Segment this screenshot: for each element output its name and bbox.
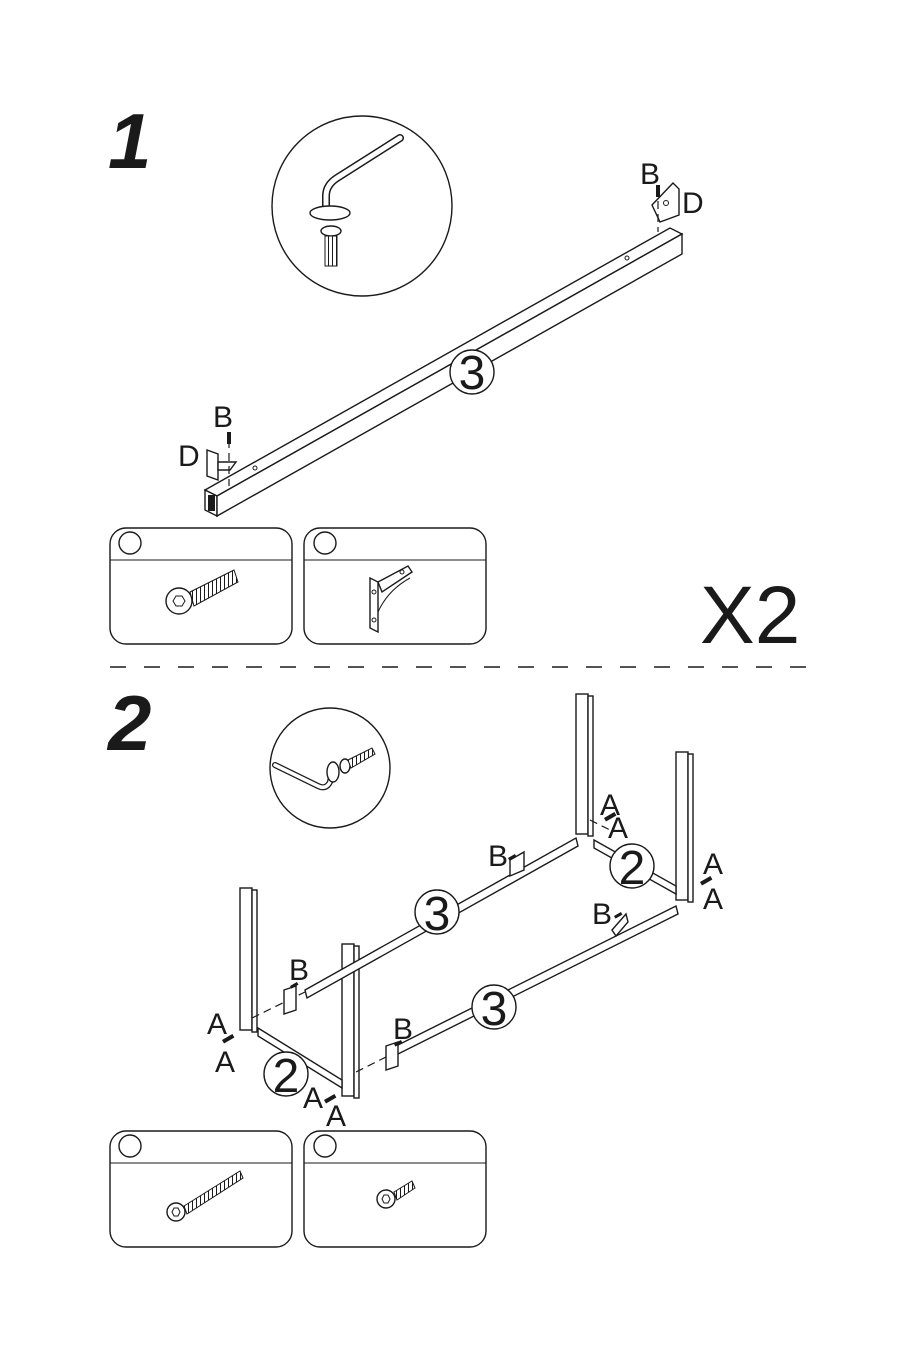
letter-b-left: B [213, 401, 233, 434]
letter-a-4: A [703, 883, 723, 916]
letter-b-1: B [488, 840, 508, 873]
letter-a-3: A [703, 848, 723, 881]
letter-d-right: D [682, 187, 704, 220]
letter-a-5: A [207, 1008, 227, 1041]
part-box-bracket [304, 528, 486, 644]
part-label-3-front: 3 [472, 983, 516, 1036]
step-1-tool-detail [272, 116, 452, 296]
part-box-bolt [110, 528, 292, 644]
svg-text:2: 2 [619, 842, 646, 895]
part-label-2-front: 2 [264, 1050, 308, 1103]
letter-d-left: D [178, 440, 200, 473]
step-2-number: 2 [106, 679, 151, 767]
svg-text:3: 3 [424, 888, 451, 941]
part-label-2-back: 2 [610, 842, 654, 895]
letter-b-3: B [289, 954, 309, 987]
letter-a-6: A [215, 1046, 235, 1079]
step-2-tool-detail [270, 708, 390, 828]
svg-text:2: 2 [273, 1050, 300, 1103]
letter-b-2: B [592, 898, 612, 931]
part-box-long-bolt [110, 1131, 292, 1247]
letter-a-7: A [303, 1082, 323, 1115]
letter-b-4: B [393, 1013, 413, 1046]
letter-a-8: A [326, 1100, 346, 1133]
letter-b-right: B [640, 158, 660, 191]
svg-text:3: 3 [481, 983, 508, 1036]
quantity-label: X2 [700, 570, 800, 661]
step-1-number: 1 [108, 97, 151, 185]
tube-3 [205, 228, 682, 516]
svg-text:3: 3 [459, 347, 486, 400]
part-box-short-bolt [304, 1131, 486, 1247]
